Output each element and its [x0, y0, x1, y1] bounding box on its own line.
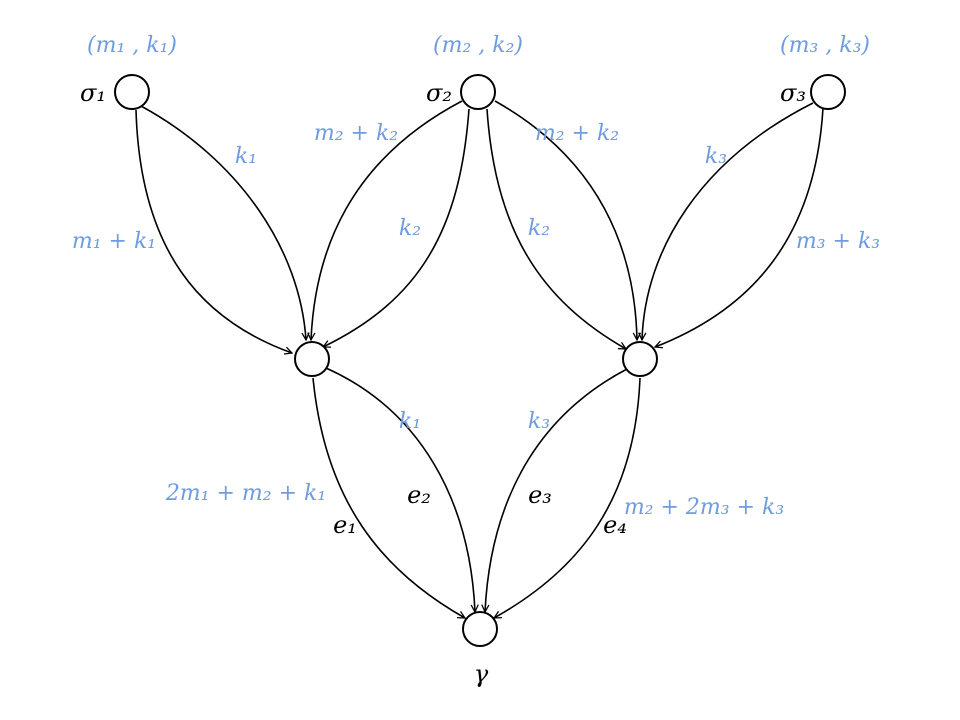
edge-s1-outer	[135, 109, 292, 353]
edge-s3-inner	[642, 102, 814, 340]
label-s3-inner: k₃	[705, 144, 727, 169]
edge-s1-inner	[140, 105, 306, 340]
label-s2-right-outer: m₂ + k₂	[535, 121, 619, 146]
edge-e1	[312, 377, 465, 619]
label-e2-name: e₂	[407, 481, 431, 509]
edge-s2-right-inner	[486, 108, 626, 349]
label-s2-left-inner: k₂	[399, 216, 421, 241]
label-s3-outer: m₃ + k₃	[796, 229, 880, 254]
label-e1-weight: 2m₁ + m₂ + k₁	[165, 481, 326, 506]
source-pair-2: (m₂ , k₂)	[433, 33, 523, 58]
sink-name: γ	[474, 660, 489, 688]
middle-node-left	[294, 341, 330, 377]
source-name-1: σ₁	[80, 79, 106, 107]
edge-s3-outer	[655, 107, 824, 347]
label-e2-weight: k₁	[399, 409, 421, 434]
label-e1-name: e₁	[333, 511, 357, 539]
middle-node-right	[622, 341, 658, 377]
label-s1-inner: k₁	[235, 144, 257, 169]
source-pair-3: (m₃ , k₃)	[780, 33, 870, 58]
edge-s2-left-outer	[311, 100, 463, 340]
label-e3-weight: k₃	[528, 409, 550, 434]
source-name-2: σ₂	[426, 79, 452, 107]
source-node-sigma2	[460, 74, 496, 110]
edge-e4	[494, 377, 641, 619]
label-s2-right-inner: k₂	[528, 216, 550, 241]
label-s1-outer: m₁ + k₁	[72, 229, 156, 254]
source-name-3: σ₃	[780, 79, 806, 107]
label-e4-name: e₄	[603, 511, 627, 539]
label-e3-name: e₃	[528, 481, 552, 509]
label-s2-left-outer: m₂ + k₂	[314, 121, 398, 146]
source-node-sigma1	[114, 74, 150, 110]
edge-s2-left-inner	[323, 108, 470, 347]
label-e4-weight: m₂ + 2m₃ + k₃	[624, 495, 784, 520]
sink-node-gamma	[462, 611, 498, 647]
source-pair-1: (m₁ , k₁)	[87, 33, 177, 58]
edge-e3	[485, 368, 628, 612]
edge-s2-right-outer	[494, 100, 637, 340]
edge-e2	[325, 367, 475, 612]
source-node-sigma3	[810, 74, 846, 110]
